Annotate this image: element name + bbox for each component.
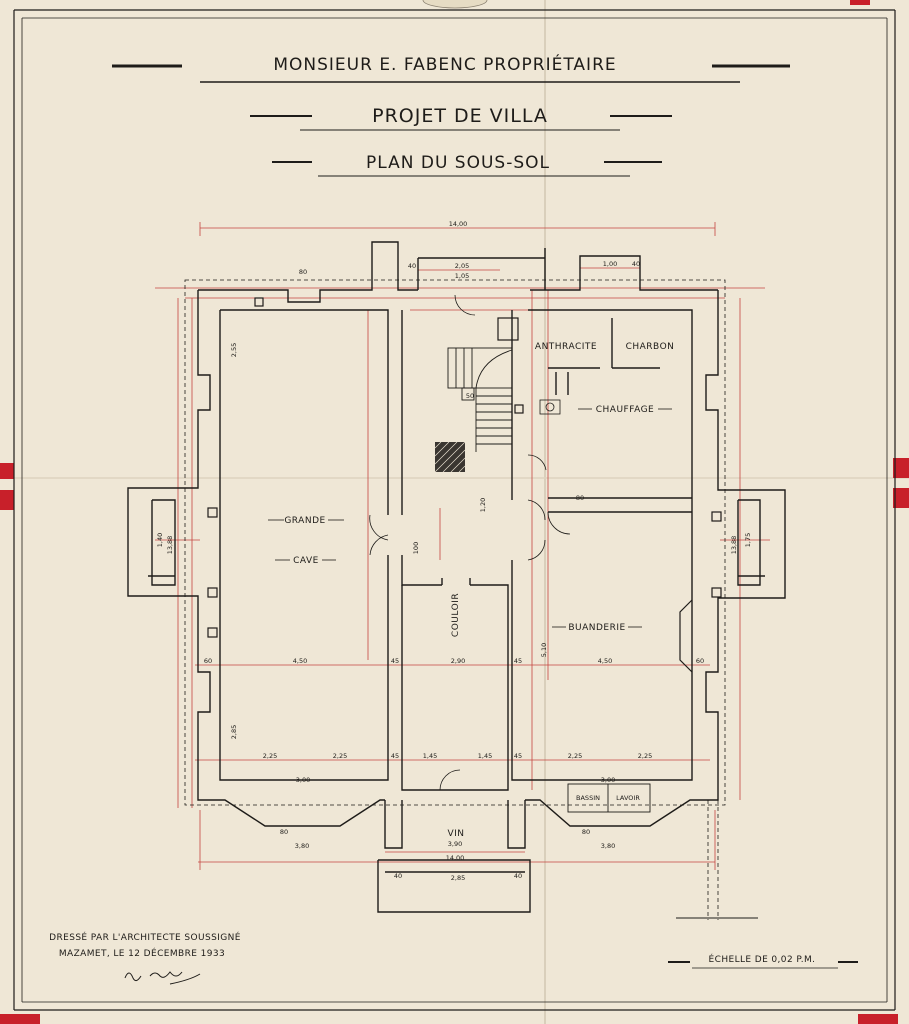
dim-overall-bottom: 14,00	[446, 854, 465, 862]
title-block: MONSIEUR E. FABENC PROPRIÉTAIRE PROJET D…	[112, 53, 790, 177]
place-date-note: MAZAMET, LE 12 DÉCEMBRE 1933	[59, 947, 225, 959]
dim-w80-a: 80	[299, 268, 307, 276]
dim-depth-left: 13,88	[166, 536, 174, 555]
title-project: PROJET DE VILLA	[372, 105, 548, 127]
dim-width-couloir: 2,90	[451, 657, 465, 665]
dim-w50: 50	[466, 392, 474, 400]
dim-stair-205: 2,05	[455, 262, 469, 270]
dim-w140: 1,40	[156, 533, 164, 547]
room-label-cave: CAVE	[293, 556, 319, 566]
dim-bay-145-b: 1,45	[478, 752, 492, 760]
dim-depth-right: 13,88	[730, 536, 738, 555]
room-label-chauffage: CHAUFFAGE	[596, 405, 654, 415]
pillars	[207, 297, 722, 638]
dim-bay-225-d: 2,25	[638, 752, 652, 760]
dim-wall-45-d: 45	[514, 752, 522, 760]
dim-bay-300-left: 3,00	[296, 776, 310, 784]
dim-stair-105: 1,05	[455, 272, 469, 280]
dim-w40-d: 40	[514, 872, 522, 880]
staircase	[447, 347, 513, 452]
fireplace-niche	[679, 599, 693, 673]
drawn-by-note: DRESSÉ PAR L'ARCHITECTE SOUSSIGNÉ	[49, 931, 241, 943]
architect-signature	[124, 971, 201, 985]
dim-height-285: 2,85	[230, 725, 238, 739]
dim-w100: 100	[412, 542, 420, 554]
dim-wall-60-left: 60	[204, 657, 212, 665]
door-swings	[369, 294, 571, 791]
dim-bay-225-c: 2,25	[568, 752, 582, 760]
foundation-walls	[127, 241, 786, 913]
dim-stair-100: 1,00	[603, 260, 617, 268]
dim-width-right: 4,50	[598, 657, 612, 665]
room-label-charbon: CHARBON	[626, 342, 675, 352]
dim-bottom-285: 2,85	[451, 874, 465, 882]
dim-bottom-380-right: 3,80	[601, 842, 615, 850]
dim-wall-60-right: 60	[696, 657, 704, 665]
room-label-lavoir: LAVOIR	[616, 794, 640, 802]
hidden-lines	[184, 279, 726, 920]
dim-depth-center: 5,10	[540, 643, 548, 657]
room-label-bassin: BASSIN	[576, 794, 600, 802]
dim-w40-b: 40	[632, 260, 640, 268]
dim-bottom-390: 3,90	[448, 840, 462, 848]
dim-w40-a: 40	[408, 262, 416, 270]
dim-height-255: 2,55	[230, 343, 238, 357]
dim-w40-c: 40	[394, 872, 402, 880]
footer-block: DRESSÉ PAR L'ARCHITECTE SOUSSIGNÉ MAZAME…	[49, 931, 858, 985]
room-label-couloir: COULOIR	[451, 593, 461, 637]
dim-wall-45-b: 45	[514, 657, 522, 665]
dim-width-left: 4,50	[293, 657, 307, 665]
sheet-frame	[13, 9, 896, 1011]
title-plan: PLAN DU SOUS-SOL	[366, 153, 550, 173]
room-label-vin: VIN	[447, 829, 464, 839]
title-owner: MONSIEUR E. FABENC PROPRIÉTAIRE	[273, 53, 616, 75]
boiler-symbol	[539, 399, 561, 415]
red-construction-lines	[155, 222, 770, 870]
room-label-anthracite: ANTHRACITE	[535, 342, 597, 352]
lavoir-basin	[567, 783, 651, 813]
dim-overall-width: 14,00	[449, 220, 468, 228]
dim-w80-d: 80	[582, 828, 590, 836]
dim-bay-145-a: 1,45	[423, 752, 437, 760]
room-label-grande: GRANDE	[284, 516, 325, 526]
scale-note: ÉCHELLE DE 0,02 P.M.	[709, 953, 816, 965]
dim-w175: 1,75	[744, 533, 752, 547]
dimension-labels: 14,00 14,00 4,50 2,90 4,50 45 45 45 45 6…	[156, 220, 752, 882]
dim-w120: 1,20	[479, 498, 487, 512]
dim-bottom-380-left: 3,80	[295, 842, 309, 850]
chimney-hatch	[434, 441, 466, 473]
dim-w80-c: 80	[280, 828, 288, 836]
dim-w80-b: 80	[576, 494, 584, 502]
stamp-seal	[422, 0, 488, 9]
room-label-buanderie: BUANDERIE	[568, 623, 625, 633]
dim-bay-300-right: 3,00	[601, 776, 615, 784]
dim-wall-45-c: 45	[391, 752, 399, 760]
dim-wall-45-a: 45	[391, 657, 399, 665]
dim-bay-225-a: 2,25	[263, 752, 277, 760]
dim-bay-225-b: 2,25	[333, 752, 347, 760]
